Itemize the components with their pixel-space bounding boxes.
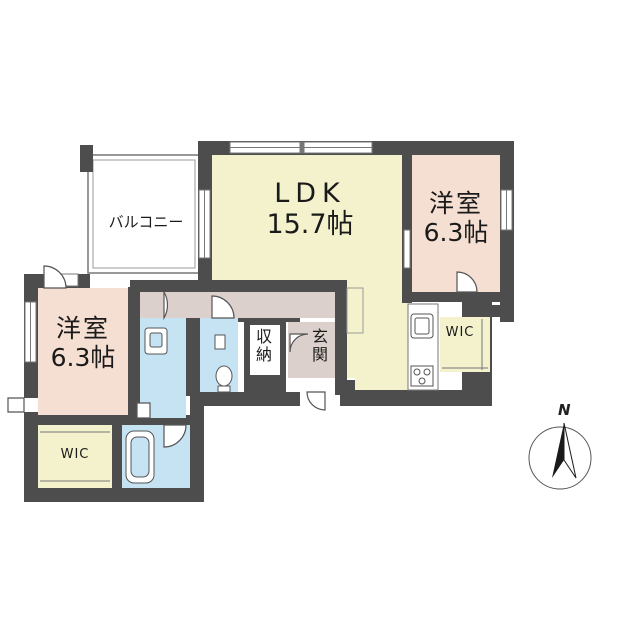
bedroom-west-name: 洋室 <box>55 314 110 343</box>
ldk-label: LDK 15.7帖 <box>255 178 365 240</box>
hall-floor <box>140 292 335 318</box>
door-swings <box>7 265 478 448</box>
storage-floor <box>250 325 280 375</box>
bedroom-east-floor <box>412 155 500 292</box>
north-arrow-icon <box>528 422 592 490</box>
kitchen-counter-panel <box>346 287 364 334</box>
toilet-icon <box>215 365 233 387</box>
entrance-label: 玄 関 <box>311 327 329 365</box>
bedroom-east-area: 6.3帖 <box>423 217 489 247</box>
windows <box>24 141 513 363</box>
exterior-walls <box>24 141 514 502</box>
compass-north-label: N <box>558 401 571 419</box>
entrance-char-1: 玄 <box>311 327 328 346</box>
wic-west-label: WIC <box>60 447 90 462</box>
wic-east-label: WIC <box>445 325 475 340</box>
bedroom-east-name: 洋室 <box>428 189 483 218</box>
balcony-area <box>80 145 201 274</box>
bedroom-west-label: 洋室 6.3帖 <box>38 314 128 373</box>
ldk-area: 15.7帖 <box>266 209 354 241</box>
balcony-label: バルコニー <box>108 213 184 231</box>
entrance-char-2: 関 <box>311 345 328 365</box>
wic-west-floor <box>38 425 112 488</box>
storage-char-2: 納 <box>255 345 272 365</box>
storage-label: 収 納 <box>255 327 273 365</box>
ldk-name: LDK <box>274 178 346 209</box>
fixtures <box>125 313 434 484</box>
bedroom-west-area: 6.3帖 <box>50 342 116 372</box>
wic-shelves <box>40 319 488 482</box>
bedroom-west-floor <box>38 288 128 415</box>
storage-char-1: 収 <box>255 327 272 346</box>
bedroom-east-label: 洋室 6.3帖 <box>412 189 500 248</box>
entrance-floor <box>288 322 335 378</box>
room-fills <box>38 155 500 488</box>
